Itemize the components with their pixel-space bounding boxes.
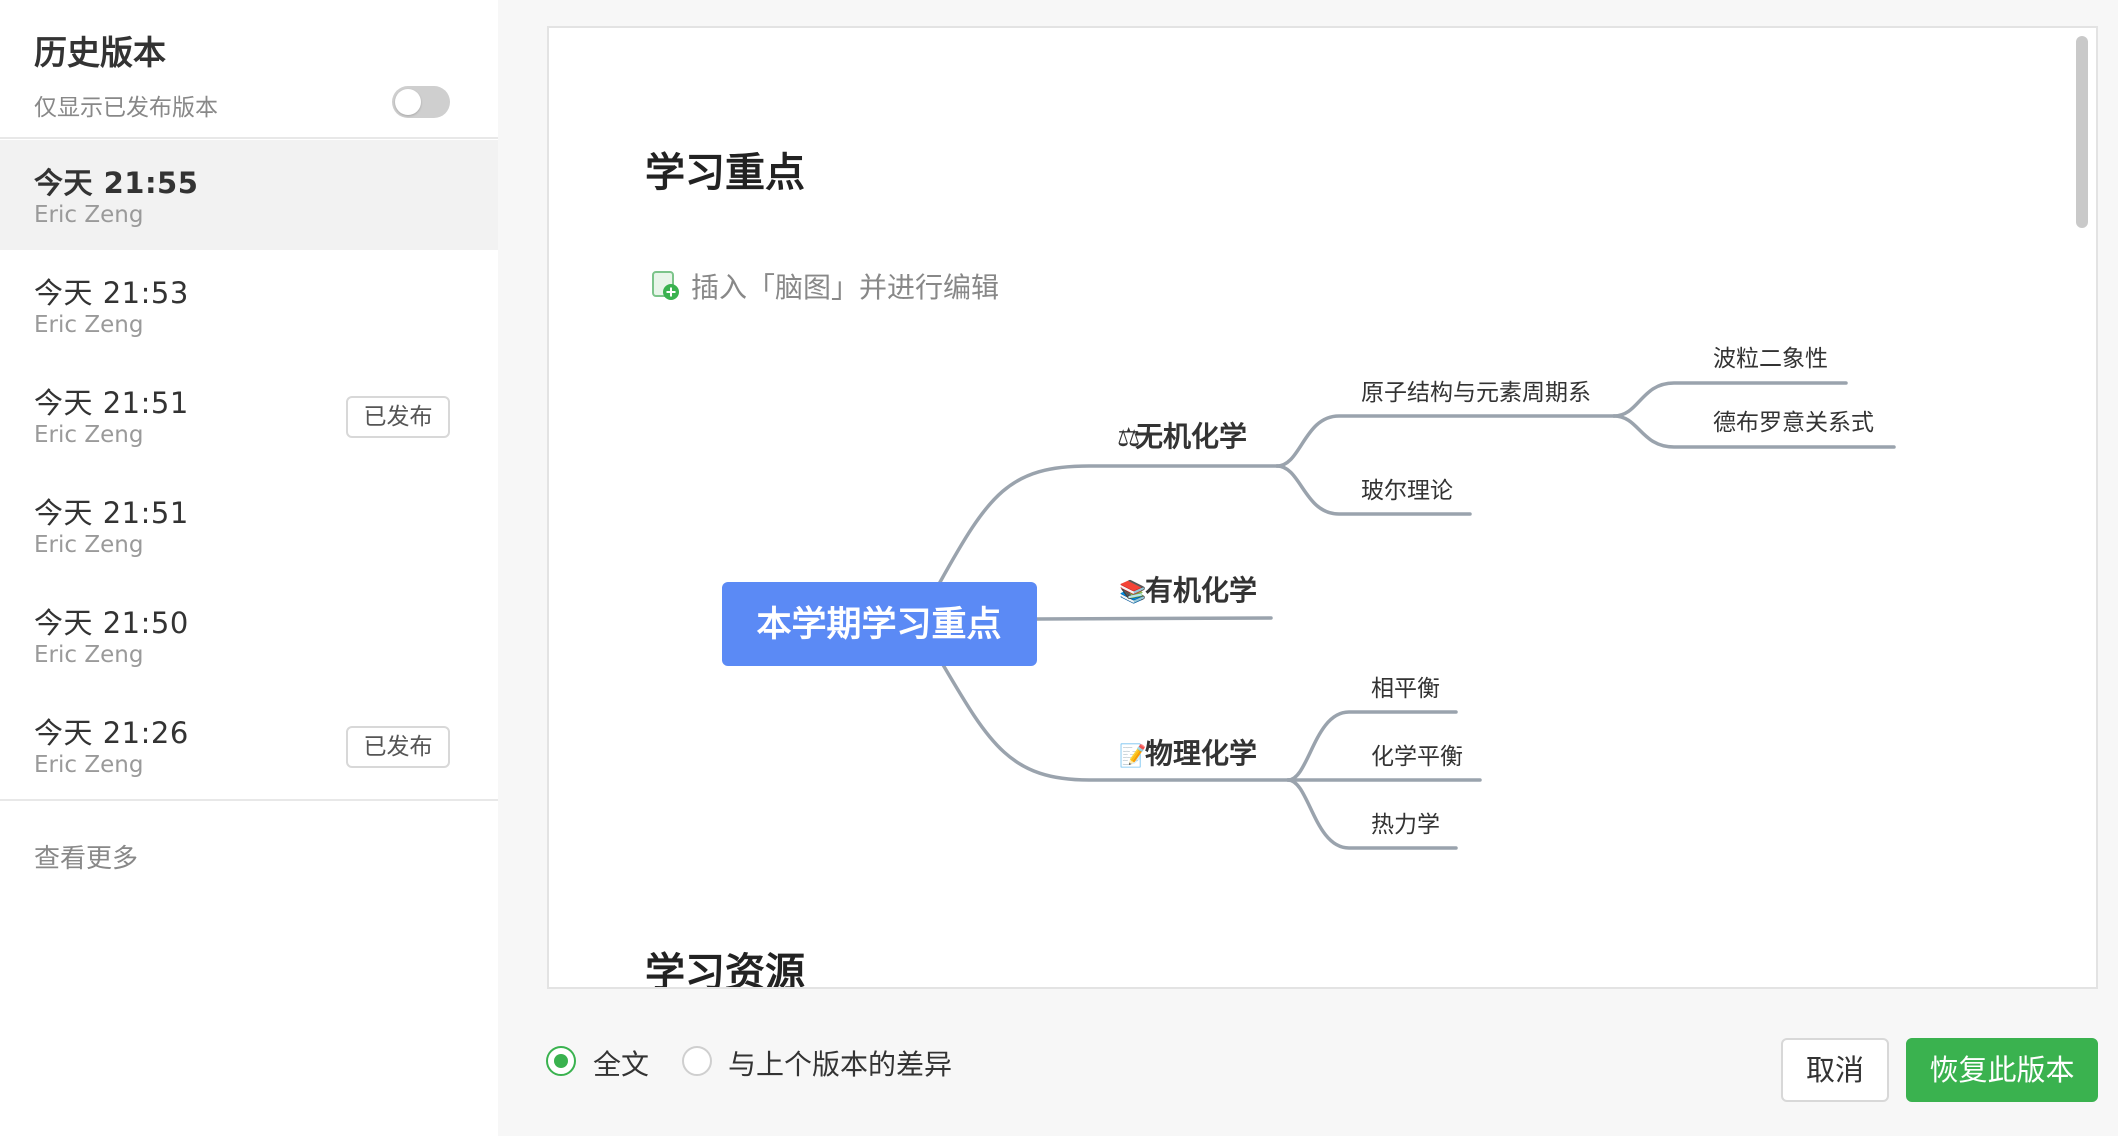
version-author: Eric Zeng: [34, 312, 144, 338]
version-time: 今天 21:50: [34, 606, 189, 640]
connector-line: [1275, 414, 1616, 468]
leaf-atomic-structure[interactable]: 原子结构与元素周期系: [1361, 380, 1591, 406]
connector-line: [1035, 616, 1273, 621]
sidebar-title: 历史版本: [34, 33, 166, 72]
connector-line: [937, 656, 1290, 782]
version-author: Eric Zeng: [34, 752, 144, 778]
version-item[interactable]: 今天 21:51 Eric Zeng: [0, 470, 498, 580]
mindmap: 本学期学习重点 ⚖ 无机化学 📚 有机化学 📝 物理化学 原子结构与元素周期系 …: [722, 346, 1896, 850]
books-icon: 📚: [1119, 579, 1146, 605]
heading-study-focus: 学习重点: [645, 150, 805, 196]
leaf-phase-equilibrium[interactable]: 相平衡: [1371, 676, 1440, 702]
published-badge: 已发布: [346, 726, 450, 768]
balance-icon: ⚖: [1117, 423, 1140, 453]
mindmap-root-label: 本学期学习重点: [756, 604, 1001, 645]
mindmap-root-node[interactable]: [722, 582, 1037, 666]
branch-physical[interactable]: 物理化学: [1145, 737, 1257, 770]
version-time: 今天 21:53: [34, 276, 189, 310]
version-item[interactable]: 今天 21:53 Eric Zeng: [0, 250, 498, 360]
memo-icon: 📝: [1119, 743, 1146, 769]
radio-diff[interactable]: [682, 1046, 712, 1076]
scrollbar-thumb[interactable]: [2076, 36, 2088, 228]
version-list: 今天 21:55 Eric Zeng 今天 21:53 Eric Zeng 今天…: [0, 140, 498, 800]
option-full-text-label[interactable]: 全文: [593, 1048, 650, 1081]
radio-full-text[interactable]: [546, 1046, 576, 1076]
version-item[interactable]: 今天 21:26 Eric Zeng 已发布: [0, 690, 498, 800]
connector-line: [1612, 381, 1848, 418]
toggle-knob: [395, 89, 421, 115]
leaf-chemical-equilibrium[interactable]: 化学平衡: [1371, 744, 1463, 770]
cancel-button[interactable]: 取消: [1781, 1038, 1889, 1102]
insert-mindmap-icon: [652, 271, 679, 300]
version-time: 今天 21:26: [34, 716, 189, 750]
version-item[interactable]: 今天 21:50 Eric Zeng: [0, 580, 498, 690]
divider: [0, 799, 498, 801]
connector-line: [1275, 464, 1472, 516]
restore-version-button[interactable]: 恢复此版本: [1906, 1038, 2098, 1102]
option-diff-label[interactable]: 与上个版本的差异: [728, 1048, 953, 1081]
version-time: 今天 21:51: [34, 386, 189, 420]
version-author: Eric Zeng: [34, 422, 144, 448]
connector-line: [1286, 778, 1458, 850]
version-author: Eric Zeng: [34, 642, 144, 668]
divider: [0, 137, 498, 139]
heading-resources: 学习资源: [645, 950, 805, 989]
published-badge: 已发布: [346, 396, 450, 438]
leaf-de-broglie[interactable]: 德布罗意关系式: [1713, 410, 1874, 436]
radio-selected-dot: [554, 1054, 568, 1068]
leaf-wave-particle[interactable]: 波粒二象性: [1713, 346, 1828, 372]
version-time: 今天 21:51: [34, 496, 189, 530]
see-more-link[interactable]: 查看更多: [34, 844, 139, 874]
version-author: Eric Zeng: [34, 532, 144, 558]
version-item[interactable]: 今天 21:51 Eric Zeng 已发布: [0, 360, 498, 470]
version-item[interactable]: 今天 21:55 Eric Zeng: [0, 140, 498, 250]
leaf-thermodynamics[interactable]: 热力学: [1371, 812, 1440, 838]
connector-line: [1612, 414, 1896, 449]
leaf-bohr-theory[interactable]: 玻尔理论: [1361, 478, 1453, 504]
branch-organic[interactable]: 有机化学: [1145, 574, 1257, 607]
connector-line: [1286, 710, 1458, 782]
published-only-label: 仅显示已发布版本: [34, 95, 218, 121]
version-time: 今天 21:55: [34, 166, 199, 200]
published-only-toggle[interactable]: [392, 86, 450, 118]
insert-mindmap-hint[interactable]: 插入「脑图」并进行编辑: [649, 266, 999, 306]
document-preview[interactable]: 学习重点 插入「脑图」并进行编辑: [547, 26, 2098, 989]
version-author: Eric Zeng: [34, 202, 144, 228]
branch-inorganic[interactable]: 无机化学: [1135, 420, 1247, 453]
history-sidebar: 历史版本 仅显示已发布版本 今天 21:55 Eric Zeng 今天 21:5…: [0, 0, 498, 1136]
connector-line: [937, 464, 1279, 586]
insert-mindmap-text: 插入「脑图」并进行编辑: [691, 271, 1000, 304]
